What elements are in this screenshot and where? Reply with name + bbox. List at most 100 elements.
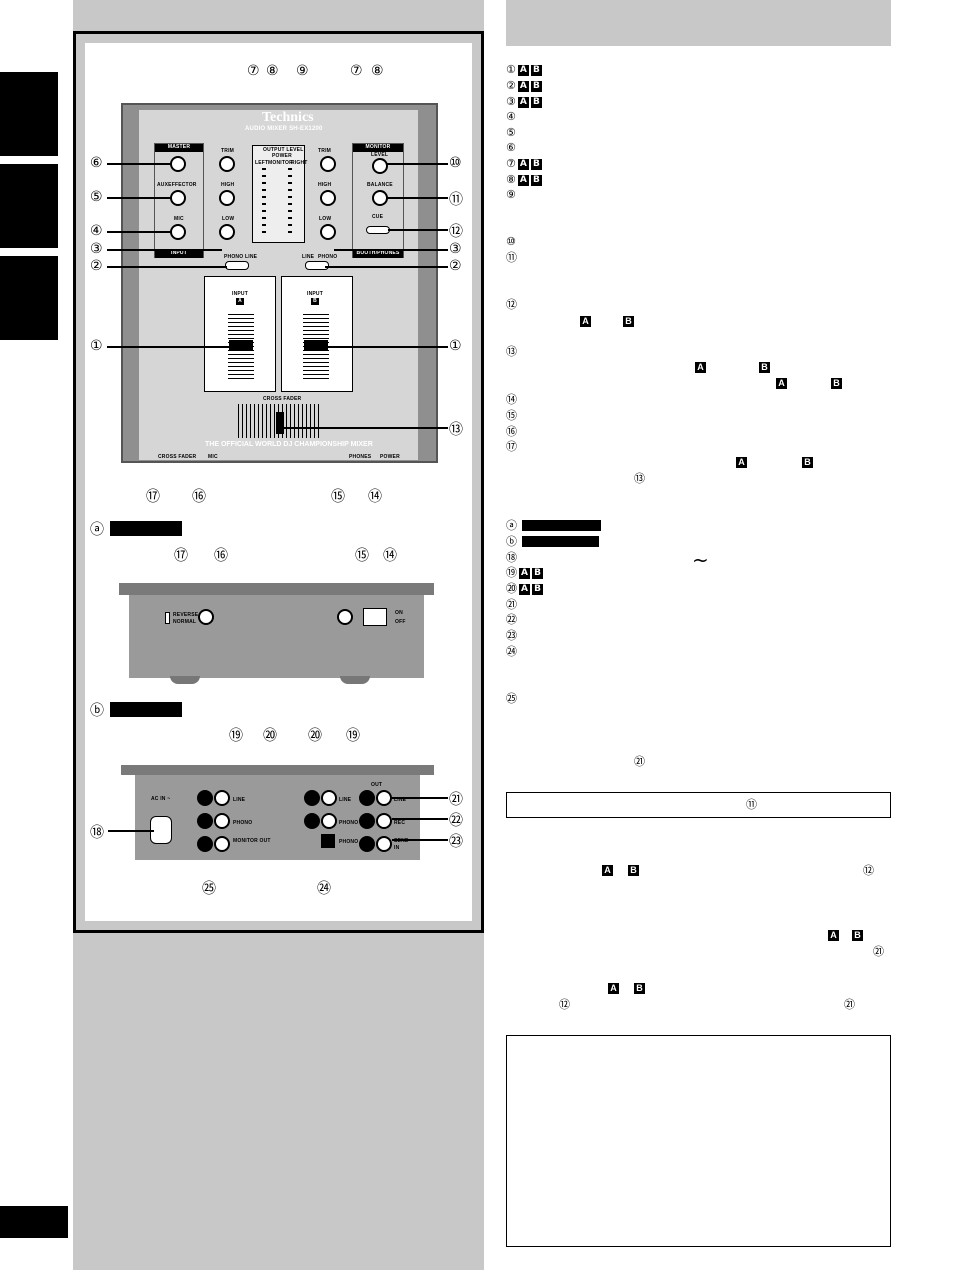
section-b-heading-bar xyxy=(110,702,182,717)
rear-b-line-jack-r[interactable] xyxy=(214,790,230,806)
low-b-knob[interactable] xyxy=(320,224,336,240)
rear-out-jack-l[interactable] xyxy=(359,790,375,806)
line-b-label: LINE xyxy=(302,254,315,260)
rear-a-phono-jack-r[interactable] xyxy=(321,813,337,829)
list-num-19: ⑲ xyxy=(506,566,517,579)
fader-a-knob[interactable] xyxy=(229,340,253,350)
item13-b1: B xyxy=(759,362,770,373)
rear-callout-21: ㉑ xyxy=(449,792,463,808)
phono-line-a-switch[interactable] xyxy=(225,261,249,270)
high-a-label: HIGH xyxy=(221,182,235,188)
leader-6 xyxy=(107,163,172,165)
cross-fader-label: CROSS FADER xyxy=(263,396,302,402)
item25-ref21: ㉑ xyxy=(634,755,645,768)
callout-8a: ⑧ xyxy=(266,63,279,79)
list-item-16: ⑯ xyxy=(506,425,517,438)
list-item-11: ⑪ xyxy=(506,251,517,264)
meter-right-label: RIGHT xyxy=(291,160,308,166)
front-foot-left xyxy=(170,676,200,684)
list-item-23: ㉓ xyxy=(506,629,517,642)
right-title-bar xyxy=(506,0,891,46)
callout-15: ⑮ xyxy=(331,489,345,505)
rear-a-line-jack-l[interactable] xyxy=(304,790,320,806)
rear-send-jack-l[interactable] xyxy=(359,836,375,852)
monitor-out-jack-r[interactable] xyxy=(214,836,230,852)
low-a-knob[interactable] xyxy=(219,224,235,240)
item17-a: A xyxy=(736,457,747,468)
meter-led-right xyxy=(288,168,292,238)
phono-line-b-switch[interactable] xyxy=(305,261,329,270)
front-phones-jack[interactable] xyxy=(337,609,353,625)
callout-10: ⑩ xyxy=(449,155,462,171)
list-item-12: ⑫ xyxy=(506,298,517,311)
item12-a: A xyxy=(580,316,591,327)
booth-phones-label: BOOTH/PHONES xyxy=(353,250,403,258)
leader-1a xyxy=(107,346,232,348)
note-b3: B xyxy=(634,983,645,994)
rear-b-phono-jack-r[interactable] xyxy=(214,813,230,829)
rear-out-jack-r[interactable] xyxy=(376,790,392,806)
callout-4: ④ xyxy=(90,223,103,239)
master-knob[interactable] xyxy=(170,156,186,172)
list-item-13: ⑬ xyxy=(506,345,517,358)
rear-rec-jack-r[interactable] xyxy=(376,813,392,829)
front-power-switch[interactable] xyxy=(363,608,387,626)
fader-b-knob[interactable] xyxy=(304,340,328,350)
cue-switch[interactable] xyxy=(366,226,390,234)
level-knob[interactable] xyxy=(372,158,388,174)
digital-out-jack[interactable] xyxy=(321,834,335,848)
rear-a-phono-jack-l[interactable] xyxy=(304,813,320,829)
reverse-normal-switch[interactable] xyxy=(165,612,170,624)
list-a-20: A xyxy=(519,583,530,595)
mixer-slogan: THE OFFICIAL WORLD DJ CHAMPIONSHIP MIXER xyxy=(205,441,373,448)
trim-a-knob[interactable] xyxy=(219,156,235,172)
note-a2: A xyxy=(828,930,839,941)
rear-out-line-label: LINE xyxy=(394,797,407,803)
list-b-19: B xyxy=(532,567,543,579)
leader-3a xyxy=(107,249,222,251)
callout-14: ⑭ xyxy=(368,489,382,505)
page-number-tab xyxy=(0,1206,68,1238)
note-heading-ref11: ⑪ xyxy=(746,798,757,811)
high-b-knob[interactable] xyxy=(320,190,336,206)
rear-a-line-label: LINE xyxy=(339,797,352,803)
cross-fader-knob[interactable] xyxy=(276,412,284,434)
rear-rec-label: REC xyxy=(394,820,406,826)
rear-rec-jack-l[interactable] xyxy=(359,813,375,829)
auxeffector-knob[interactable] xyxy=(170,190,186,206)
rear-b-line-jack-l[interactable] xyxy=(197,790,213,806)
note-ref21c: ㉑ xyxy=(844,998,855,1011)
input-b-badge: B xyxy=(311,298,319,305)
list-item-14: ⑭ xyxy=(506,393,517,406)
callout-5: ⑤ xyxy=(90,189,103,205)
input-section-label: INPUT xyxy=(155,250,203,258)
item-b-bar xyxy=(522,536,599,547)
callout-12: ⑫ xyxy=(449,224,463,240)
rear-a-line-jack-r[interactable] xyxy=(321,790,337,806)
list-b-3: B xyxy=(530,96,542,108)
mic-knob[interactable] xyxy=(170,224,186,240)
level-meter xyxy=(252,145,305,243)
item17-ref13: ⑬ xyxy=(634,472,645,485)
edge-tab-2 xyxy=(0,164,58,248)
rear-callout-22: ㉒ xyxy=(449,813,463,829)
leader-10 xyxy=(386,163,448,165)
list-b-7: B xyxy=(530,158,542,170)
rear-send-jack-r[interactable] xyxy=(376,836,392,852)
front-mic-jack[interactable] xyxy=(198,609,214,625)
monitor-out-jack-l[interactable] xyxy=(197,836,213,852)
callout-1a: ① xyxy=(90,338,103,354)
phono-b-label: PHONO xyxy=(318,254,338,260)
trim-b-knob[interactable] xyxy=(320,156,336,172)
callout-8b: ⑧ xyxy=(371,63,384,79)
front-callout-16: ⑯ xyxy=(214,548,228,564)
leader-5 xyxy=(107,197,172,199)
leader-3b xyxy=(334,249,448,251)
rear-b-phono-jack-l[interactable] xyxy=(197,813,213,829)
leader-23 xyxy=(392,839,448,841)
rear-callout-20a: ⑳ xyxy=(263,728,277,744)
high-a-knob[interactable] xyxy=(219,190,235,206)
list-b-8: B xyxy=(530,174,542,186)
